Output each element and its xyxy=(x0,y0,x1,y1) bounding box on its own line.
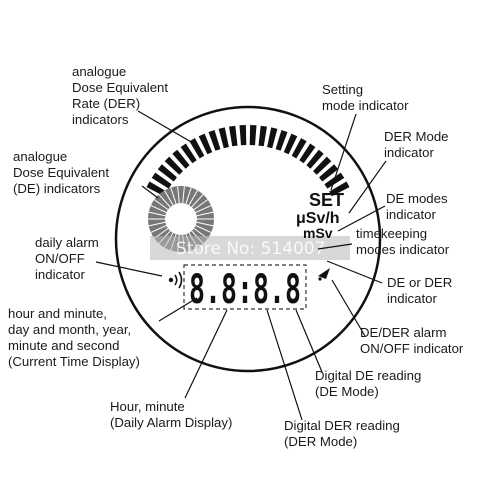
der-arc-segment xyxy=(164,156,183,175)
msv-indicator: mSv xyxy=(303,225,333,241)
leader-daily-alarm xyxy=(95,261,163,277)
de-disc-segment-divider xyxy=(185,187,192,204)
leader-daily-alarm-display xyxy=(184,309,228,399)
de-disc-segment-divider xyxy=(170,187,177,204)
der-arc-segment xyxy=(172,149,190,169)
de-disc-segment-divider xyxy=(182,186,185,204)
leader-timekeeping xyxy=(317,243,353,250)
de-disc-segment-divider xyxy=(196,221,214,227)
label-de-modes: DE modes indicator xyxy=(386,191,451,222)
leader-digital-de xyxy=(295,309,323,373)
label-daily-alarm-display: Hour, minute (Daily Alarm Display) xyxy=(110,399,232,430)
der-arc-segment xyxy=(283,133,298,155)
de-analogue-disc xyxy=(148,186,214,252)
label-de-or-der: DE or DER indicator xyxy=(387,275,456,306)
watermark-text: Store No: 514007 xyxy=(176,239,325,259)
der-arc-segment xyxy=(239,125,247,146)
der-arc-segment xyxy=(291,138,307,159)
der-analogue-arc xyxy=(146,125,350,197)
leader-analogue-der xyxy=(137,110,199,147)
der-arc-segment xyxy=(249,125,257,146)
dial-outline xyxy=(114,105,382,373)
der-arc-segment xyxy=(229,125,238,147)
leader-der-mode xyxy=(348,160,387,214)
digital-display-frame xyxy=(183,264,307,310)
de-disc-segment-divider xyxy=(150,205,167,213)
der-arc-segment xyxy=(218,127,229,149)
leader-de-modes xyxy=(337,205,386,232)
label-analogue-de: analogue Dose Equivalent (DE) indicators xyxy=(13,149,113,196)
leader-de-or-der xyxy=(326,260,383,284)
leader-current-time xyxy=(158,297,198,322)
label-current-time: hour and minute, day and month, year, mi… xyxy=(8,306,140,369)
leader-digital-der xyxy=(266,309,303,421)
de-disc-segment-divider xyxy=(188,190,198,206)
watermark-band xyxy=(150,236,350,260)
de-disc-segment-divider xyxy=(177,186,180,204)
der-arc-segment xyxy=(180,143,197,164)
der-arc-segment xyxy=(319,164,339,182)
leader-setting-mode xyxy=(330,113,357,191)
der-arc-segment xyxy=(329,181,350,197)
de-disc-segment-divider xyxy=(148,211,166,217)
de-disc-segment-divider xyxy=(196,211,214,217)
der-arc-segment xyxy=(208,130,221,151)
label-digital-der: Digital DER reading (DER Mode) xyxy=(284,418,403,449)
set-indicator: SET xyxy=(309,190,344,210)
leader-lines xyxy=(95,110,387,421)
de-disc-segment-divider xyxy=(164,190,174,206)
label-daily-alarm: daily alarm ON/OFF indicator xyxy=(35,235,102,282)
digital-readout: 8.8:8.8 xyxy=(189,267,301,313)
leader-de-der-alarm xyxy=(331,279,366,337)
der-arc-segment xyxy=(299,143,316,164)
label-timekeeping: timekeeping modes indicator xyxy=(356,226,450,257)
der-arc-segment xyxy=(258,125,267,147)
label-de-der-alarm: DE/DER alarm ON/OFF indicator xyxy=(360,325,464,356)
de-disc-segment-divider xyxy=(148,221,166,227)
der-arc-segment xyxy=(157,164,177,182)
de-disc-segment-divider xyxy=(150,225,167,233)
usv-h-indicator: μSv/h xyxy=(296,210,340,227)
der-arc-segment xyxy=(306,149,324,169)
de-disc-segment-divider xyxy=(195,205,212,213)
de-disc-segment-divider xyxy=(193,199,208,211)
de-disc-segment-divider xyxy=(195,225,212,233)
de-disc-segment-divider xyxy=(191,194,204,208)
leader-analogue-de xyxy=(141,185,159,199)
der-arc-segment xyxy=(313,156,332,175)
label-setting-mode: Setting mode indicator xyxy=(322,82,409,113)
label-digital-de: Digital DE reading (DE Mode) xyxy=(315,368,425,399)
de-disc-center xyxy=(165,203,197,235)
daily-alarm-sound-icon xyxy=(168,271,183,289)
der-arc-segment xyxy=(198,133,213,155)
de-disc-segment-divider xyxy=(154,199,169,211)
der-arc-segment xyxy=(267,127,278,149)
der-arc-segment xyxy=(151,172,172,189)
label-analogue-der: analogue Dose Equivalent Rate (DER) indi… xyxy=(72,64,172,127)
label-der-mode: DER Mode indicator xyxy=(384,129,452,160)
bell-icon xyxy=(318,268,330,281)
der-arc-segment xyxy=(275,130,288,151)
de-disc-segment-divider xyxy=(158,194,171,208)
